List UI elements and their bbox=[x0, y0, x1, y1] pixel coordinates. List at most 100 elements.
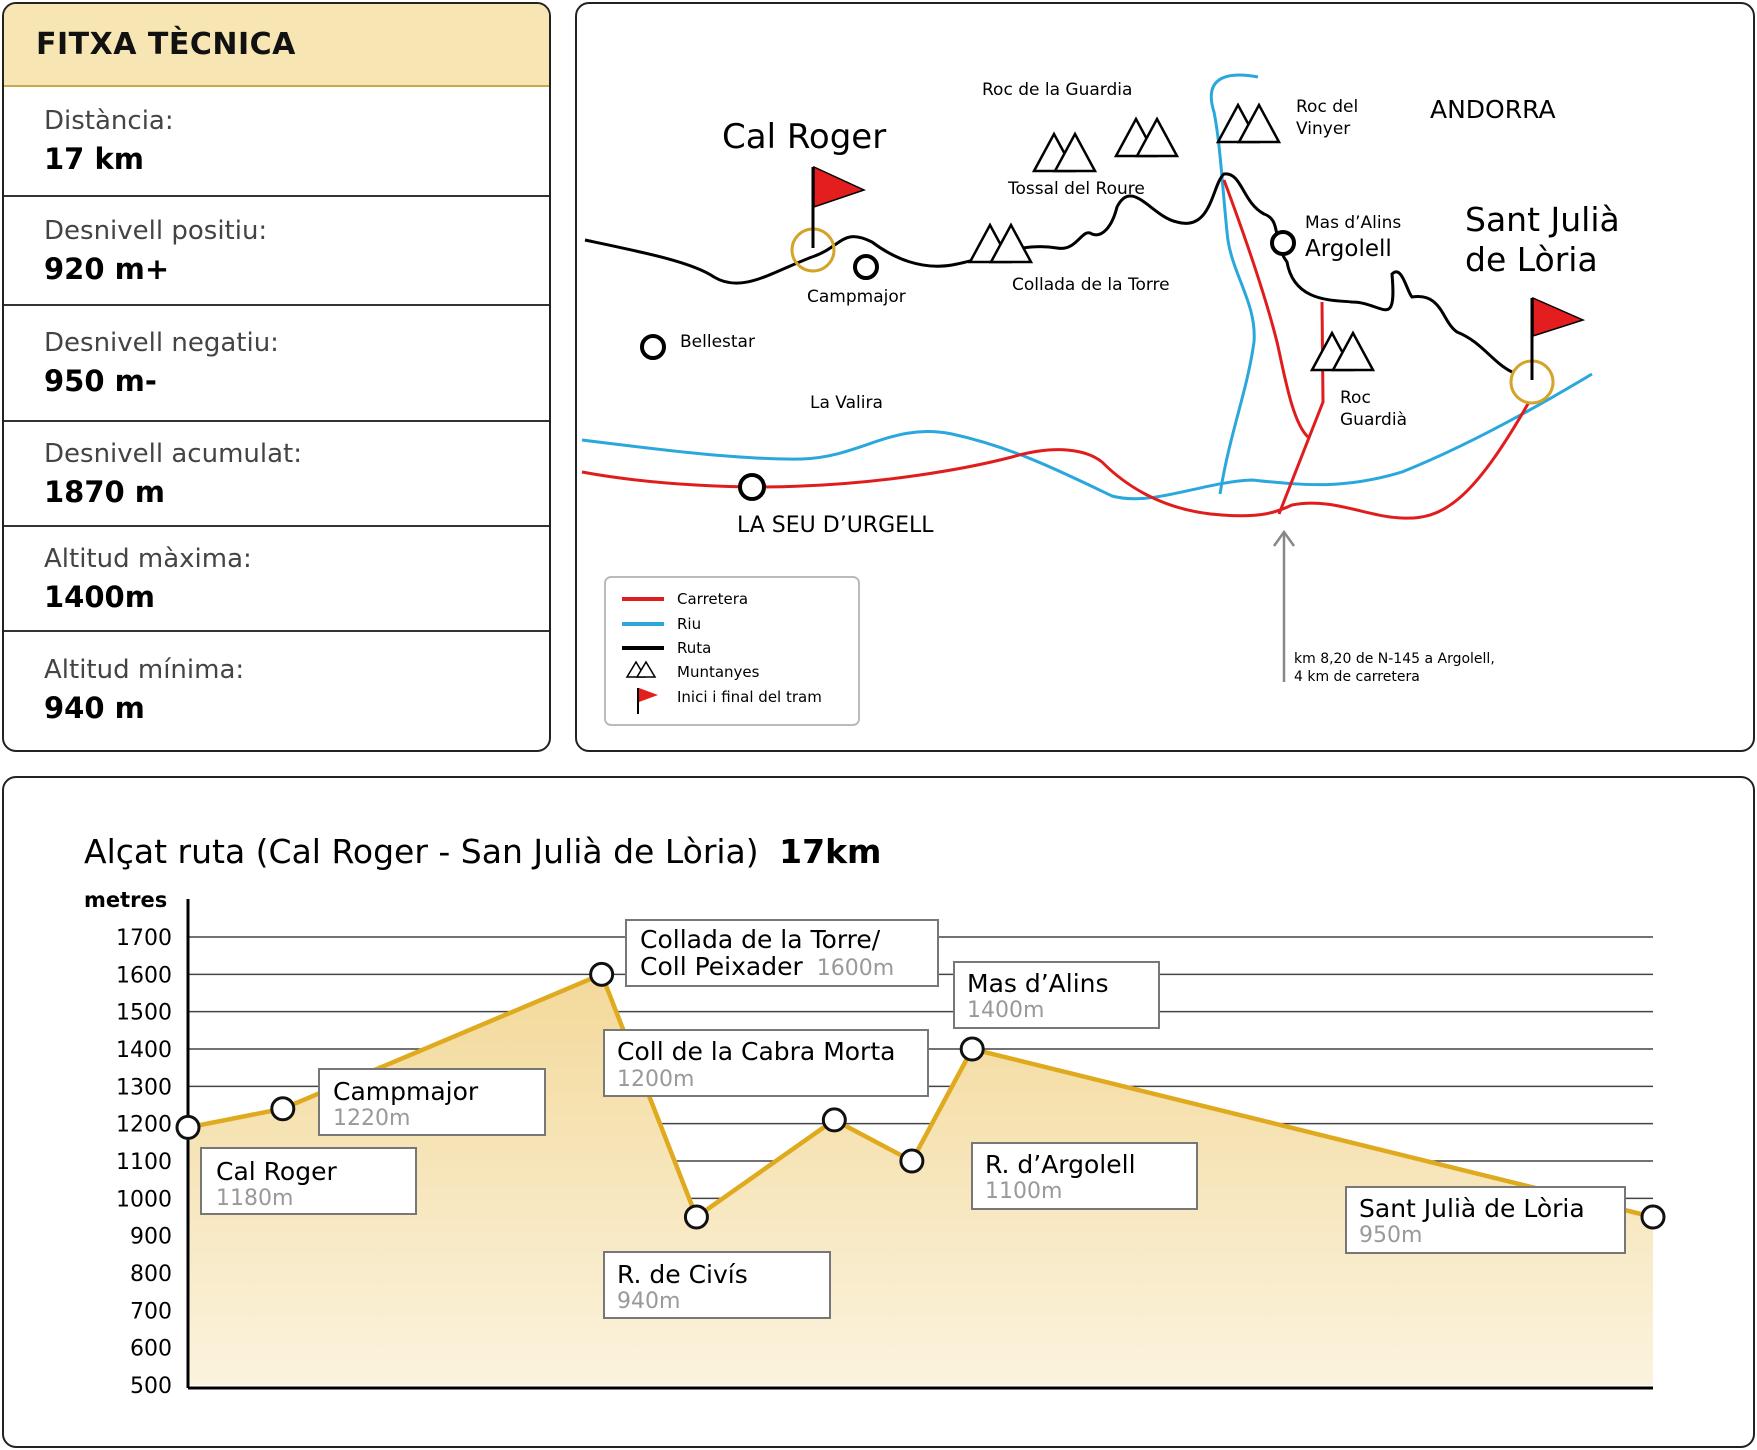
flag-icon bbox=[637, 688, 658, 714]
y-tick-label: 600 bbox=[130, 1337, 172, 1362]
route-map-panel: Cal Roger Sant Julià de Lòria Roc de la … bbox=[575, 2, 1755, 752]
callout-value: 1180m bbox=[216, 1186, 293, 1211]
label-tossal: Tossal del Roure bbox=[1007, 179, 1145, 199]
label-bellestar: Bellestar bbox=[680, 332, 755, 352]
stat-value: 1400m bbox=[44, 579, 155, 614]
callout-collada: Collada de la Torre/ Coll Peixader 1600m bbox=[625, 919, 939, 987]
chart-title: Alçat ruta (Cal Roger - San Julià de Lòr… bbox=[84, 832, 881, 871]
stat-label: Desnivell negatiu: bbox=[44, 328, 279, 358]
callout-mas-alins: Mas d’Alins 1400m bbox=[953, 961, 1160, 1029]
callout-value: 1220m bbox=[333, 1106, 410, 1131]
town-bellestar-marker bbox=[640, 334, 666, 360]
label-la-valira: La Valira bbox=[810, 393, 883, 413]
tech-sheet-title: FITXA TÈCNICA bbox=[4, 4, 549, 87]
y-tick-label: 1100 bbox=[116, 1150, 172, 1175]
y-tick-label: 800 bbox=[130, 1262, 172, 1287]
stat-max-altitude: Altitud màxima: 1400m bbox=[4, 527, 549, 632]
legend-label: Riu bbox=[677, 615, 701, 633]
callout-value: 1100m bbox=[985, 1179, 1062, 1204]
stat-value: 940 m bbox=[44, 691, 145, 725]
town-seu-marker bbox=[738, 473, 766, 501]
y-tick-label: 1500 bbox=[116, 1001, 172, 1026]
stat-label: Distància: bbox=[44, 106, 174, 136]
stat-positive-elevation: Desnivell positiu: 920 m+ bbox=[4, 197, 549, 306]
y-tick-label: 1600 bbox=[116, 963, 172, 988]
y-tick-label: 500 bbox=[130, 1374, 172, 1399]
y-tick-label: 700 bbox=[130, 1299, 172, 1324]
callout-value: 1600m bbox=[817, 956, 894, 981]
stat-accumulated-elevation: Desnivell acumulat: 1870 m bbox=[4, 422, 549, 527]
town-campmajor-marker bbox=[853, 254, 879, 280]
callout-cal-roger: Cal Roger 1180m bbox=[200, 1147, 417, 1215]
stat-label: Altitud mínima: bbox=[44, 655, 245, 685]
stat-value: 920 m+ bbox=[44, 251, 170, 286]
callout-name: Collada de la Torre/ bbox=[640, 925, 881, 954]
callout-name: R. de Civís bbox=[617, 1260, 748, 1289]
elevation-profile-panel: Alçat ruta (Cal Roger - San Julià de Lòr… bbox=[2, 776, 1755, 1448]
y-axis-label: metres bbox=[84, 888, 167, 912]
tech-sheet-panel: FITXA TÈCNICA Distància: 17 km Desnivell… bbox=[2, 2, 551, 752]
chart-title-main: Alçat ruta (Cal Roger - San Julià de Lòr… bbox=[84, 832, 759, 871]
legend-label: Ruta bbox=[677, 639, 711, 657]
callout-value: 940m bbox=[617, 1289, 680, 1314]
stat-value: 950 m- bbox=[44, 364, 157, 398]
label-cal-roger: Cal Roger bbox=[722, 117, 886, 157]
label-argolell: Argolell bbox=[1305, 236, 1392, 262]
label-la-seu: LA SEU D’URGELL bbox=[737, 513, 934, 538]
callout-name: Mas d’Alins bbox=[967, 969, 1109, 998]
label-collada: Collada de la Torre bbox=[1012, 275, 1170, 295]
callout-civis: R. de Civís 940m bbox=[603, 1251, 831, 1319]
label-campmajor: Campmajor bbox=[807, 287, 906, 307]
road-argolell-a bbox=[1222, 179, 1310, 439]
waypoint-marker bbox=[821, 1107, 847, 1133]
label-roc-vinyer: Roc del bbox=[1296, 97, 1358, 117]
map-legend: Carretera Riu Ruta Muntanyes Inici i fin… bbox=[604, 576, 860, 726]
callout-sant-julia: Sant Julià de Lòria 950m bbox=[1345, 1186, 1626, 1254]
road-argolell-b bbox=[1277, 301, 1325, 515]
chart-title-bold: 17km bbox=[779, 832, 881, 871]
stat-min-altitude: Altitud mínima: 940 m bbox=[4, 632, 549, 748]
arrow-up-icon bbox=[1272, 529, 1296, 682]
waypoint-marker bbox=[899, 1148, 925, 1174]
callout-cabra-morta: Coll de la Cabra Morta 1200m bbox=[603, 1029, 929, 1097]
km-note: 4 km de carretera bbox=[1294, 669, 1420, 685]
stat-distance: Distància: 17 km bbox=[4, 87, 549, 197]
flag-icon bbox=[1530, 296, 1586, 380]
callout-name: Sant Julià de Lòria bbox=[1359, 1194, 1585, 1223]
mountain-icon bbox=[967, 102, 1376, 372]
y-tick-label: 1700 bbox=[116, 926, 172, 951]
stat-label: Desnivell acumulat: bbox=[44, 438, 302, 469]
y-tick-label: 1200 bbox=[116, 1113, 172, 1138]
stat-label: Altitud màxima: bbox=[44, 543, 252, 574]
label-mas-alins: Mas d’Alins bbox=[1305, 213, 1401, 233]
waypoint-marker bbox=[589, 961, 615, 987]
y-tick-label: 1000 bbox=[116, 1187, 172, 1212]
river-north bbox=[1209, 73, 1259, 495]
stat-label: Desnivell positiu: bbox=[44, 215, 268, 246]
mountain-icon bbox=[625, 660, 657, 678]
flag-icon bbox=[811, 165, 867, 248]
callout-value: 1200m bbox=[617, 1067, 694, 1092]
road-main bbox=[581, 401, 1531, 520]
waypoint-marker bbox=[270, 1096, 296, 1122]
y-tick-label: 1300 bbox=[116, 1075, 172, 1100]
town-argolell-marker bbox=[1270, 230, 1296, 256]
label-roc-guardia-top: Roc de la Guardia bbox=[982, 80, 1132, 100]
y-tick-label: 1400 bbox=[116, 1038, 172, 1063]
legend-label: Carretera bbox=[677, 590, 748, 608]
callout-name: Coll Peixader bbox=[640, 952, 803, 981]
stat-negative-elevation: Desnivell negatiu: 950 m- bbox=[4, 306, 549, 422]
callout-name: Cal Roger bbox=[216, 1157, 337, 1186]
callout-name: R. d’Argolell bbox=[985, 1150, 1136, 1179]
callout-name: Campmajor bbox=[333, 1077, 479, 1106]
label-andorra: ANDORRA bbox=[1430, 95, 1556, 124]
km-note: km 8,20 de N-145 a Argolell, bbox=[1294, 651, 1495, 667]
legend-label: Muntanyes bbox=[677, 663, 760, 681]
y-tick-label: 900 bbox=[130, 1225, 172, 1250]
waypoint-marker bbox=[683, 1204, 709, 1230]
callout-value: 950m bbox=[1359, 1223, 1422, 1248]
waypoint-marker bbox=[1640, 1204, 1666, 1230]
callout-name: Coll Peixader 1600m bbox=[640, 952, 894, 981]
callout-value: 1400m bbox=[967, 998, 1044, 1023]
river-valira bbox=[581, 372, 1593, 501]
